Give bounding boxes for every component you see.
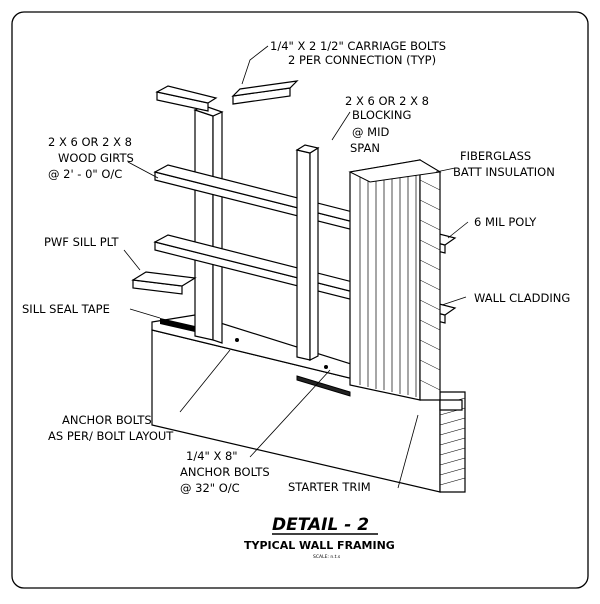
label-cladding: WALL CLADDING xyxy=(474,291,570,305)
label-anchor-8-1: 1/4" X 8" xyxy=(186,449,238,463)
vertical-post xyxy=(193,105,224,344)
anchor-bolt-mark xyxy=(324,365,328,369)
label-blocking-2: BLOCKING xyxy=(352,108,411,122)
label-blocking-4: SPAN xyxy=(350,141,380,155)
label-blocking-3: @ MID xyxy=(352,125,389,139)
detail-subtitle: TYPICAL WALL FRAMING xyxy=(244,539,395,552)
blocking-stud xyxy=(295,144,320,361)
label-sill-plate: PWF SILL PLT xyxy=(44,235,119,249)
sheet-border xyxy=(11,11,589,589)
sill-seal-mark xyxy=(160,318,195,332)
title-block: DETAIL - 2 TYPICAL WALL FRAMING SCALE: n… xyxy=(244,515,395,560)
label-anchor-layout-1: ANCHOR BOLTS xyxy=(62,413,152,427)
label-blocking-1: 2 X 6 OR 2 X 8 xyxy=(345,94,429,108)
girt-pieces xyxy=(131,80,299,295)
framing-illustration xyxy=(131,80,466,493)
callout-labels: 1/4" X 2 1/2" CARRIAGE BOLTS 2 PER CONNE… xyxy=(22,39,570,495)
anchor-bolt-mark xyxy=(235,338,239,342)
label-poly: 6 MIL POLY xyxy=(474,215,537,229)
label-anchor-8-2: ANCHOR BOLTS xyxy=(180,465,270,479)
starter-trim xyxy=(296,375,463,411)
label-carriage-bolts-1: 1/4" X 2 1/2" CARRIAGE BOLTS xyxy=(270,39,446,53)
label-girts-2: WOOD GIRTS xyxy=(58,151,134,165)
label-girts-3: @ 2' - 0" O/C xyxy=(48,167,122,181)
detail-title: DETAIL - 2 xyxy=(272,515,369,535)
insulation-batt xyxy=(348,158,442,401)
label-carriage-bolts-2: 2 PER CONNECTION (TYP) xyxy=(288,53,436,67)
detail-scale: SCALE: n.t.s xyxy=(313,554,341,560)
leader-lines xyxy=(123,45,469,489)
label-anchor-8-3: @ 32" O/C xyxy=(180,481,240,495)
label-starter-trim: STARTER TRIM xyxy=(288,480,371,494)
label-girts-1: 2 X 6 OR 2 X 8 xyxy=(48,135,132,149)
label-anchor-layout-2: AS PER/ BOLT LAYOUT xyxy=(48,429,174,443)
label-insulation-1: FIBERGLASS xyxy=(460,149,531,163)
label-insulation-2: BATT INSULATION xyxy=(453,165,555,179)
label-sill-seal: SILL SEAL TAPE xyxy=(22,302,110,316)
